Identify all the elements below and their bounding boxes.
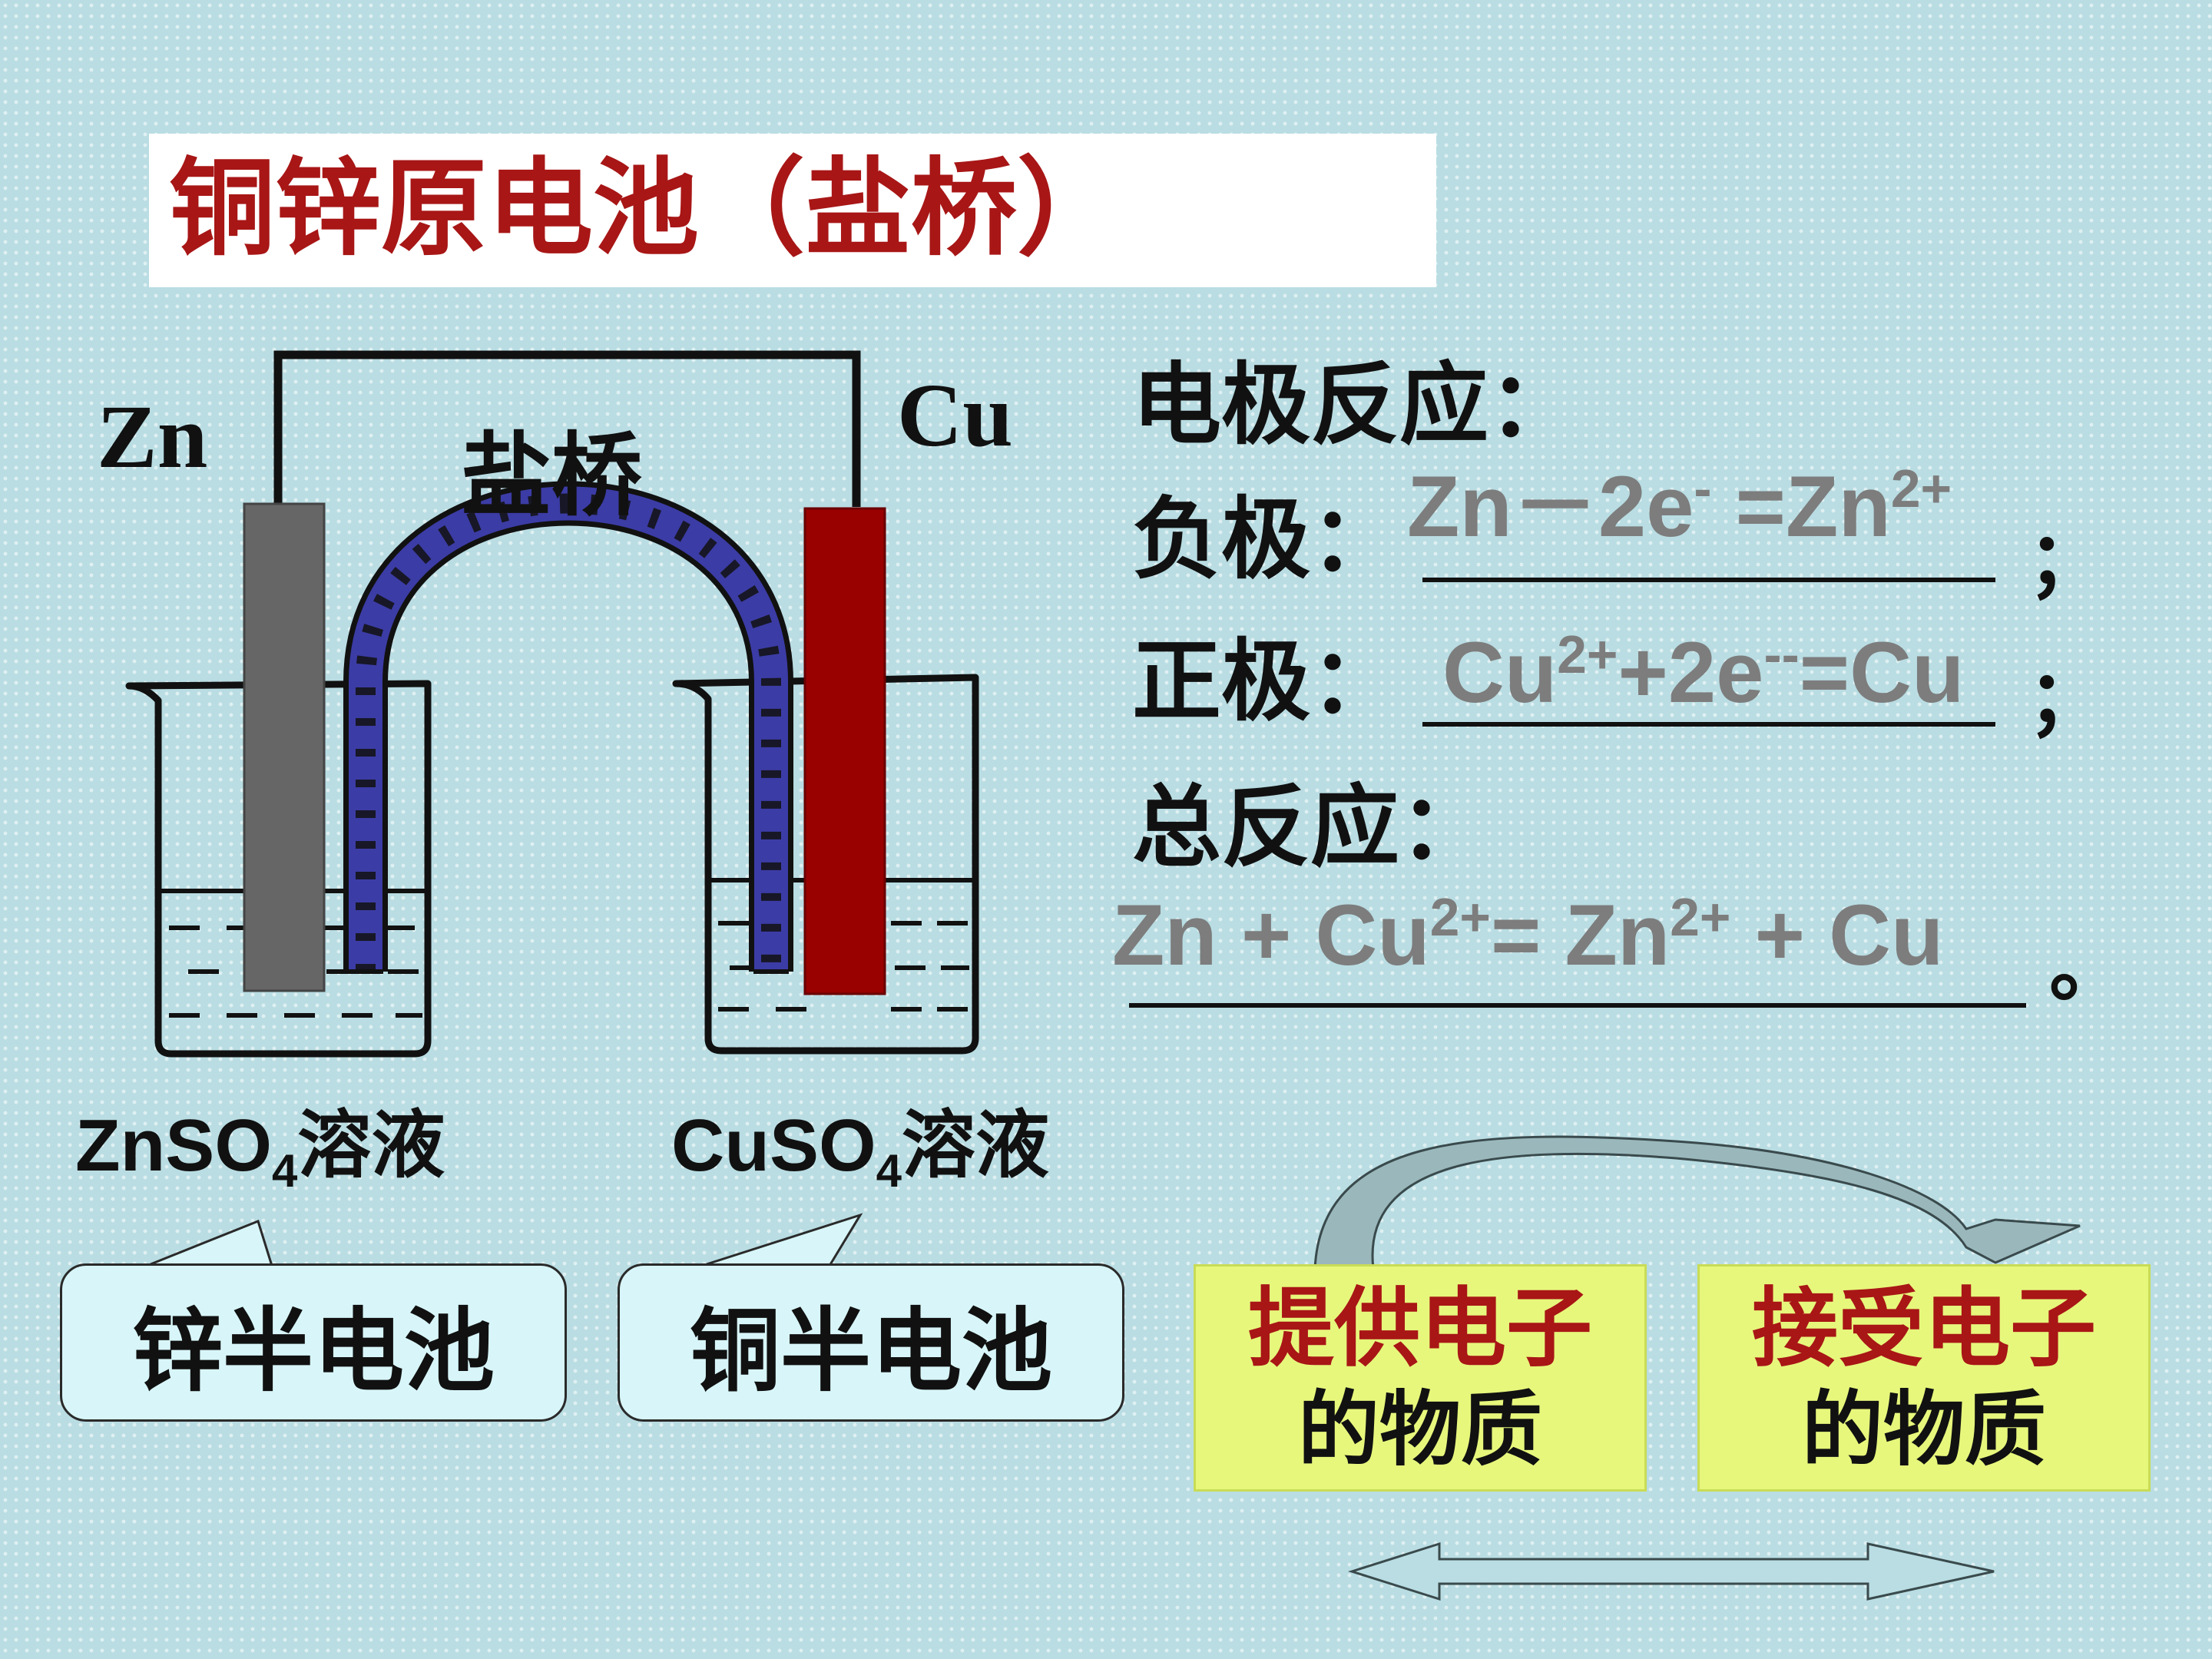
positive-electrode-label: 正极： [1132, 630, 1399, 733]
negative-end-punctuation: ； [2028, 515, 2104, 605]
copper-half-cell-callout: 铜半电池 [618, 1263, 1124, 1422]
positive-electrode-equation: Cu2++2e--=Cu [1442, 624, 1965, 721]
negative-answer-underline [1422, 578, 1995, 582]
copper-solution-label: CuSO4溶液 [671, 1104, 1050, 1197]
copper-beaker [672, 674, 979, 1055]
double-headed-arrow [1348, 1541, 1995, 1601]
total-end-punctuation: 。 [2049, 922, 2126, 1012]
zinc-label: Zn [97, 386, 208, 487]
electron-acceptor-box: 接受电子 的物质 [1697, 1264, 2151, 1492]
total-reaction-label: 总反应： [1132, 776, 1488, 879]
external-wire [273, 350, 861, 507]
electron-transfer-arrow [1313, 1135, 2081, 1270]
total-reaction-equation: Zn + Cu2+= Zn2+ + Cu [1112, 887, 1944, 984]
zinc-solution-label: ZnSO4溶液 [75, 1104, 445, 1197]
copper-electrode [803, 507, 886, 995]
negative-electrode-label: 负极： [1132, 488, 1399, 591]
copper-label: Cu [897, 365, 1013, 465]
electrode-reaction-heading: 电极反应： [1132, 353, 1578, 457]
acceptor-line2: 的物质 [1802, 1382, 2046, 1477]
donor-line1: 提供电子 [1248, 1279, 1592, 1379]
positive-answer-underline [1422, 722, 1995, 727]
copper-callout-pointer [706, 1213, 863, 1267]
donor-line2: 的物质 [1298, 1382, 1542, 1477]
zinc-half-cell-callout: 锌半电池 [60, 1263, 567, 1422]
positive-end-punctuation: ； [2028, 654, 2104, 743]
title-banner [149, 134, 1436, 287]
zinc-callout-pointer [150, 1220, 273, 1267]
salt-bridge [343, 481, 793, 974]
negative-electrode-equation: Zn－2e- =Zn2+ [1407, 459, 1952, 555]
zinc-electrode [243, 502, 326, 992]
salt-bridge-label: 盐桥 [461, 422, 643, 528]
electron-donor-box: 提供电子 的物质 [1194, 1264, 1647, 1492]
acceptor-line1: 接受电子 [1752, 1279, 2096, 1379]
page-title: 铜锌原电池（盐桥） [169, 147, 1124, 270]
total-answer-underline [1129, 1003, 2026, 1008]
